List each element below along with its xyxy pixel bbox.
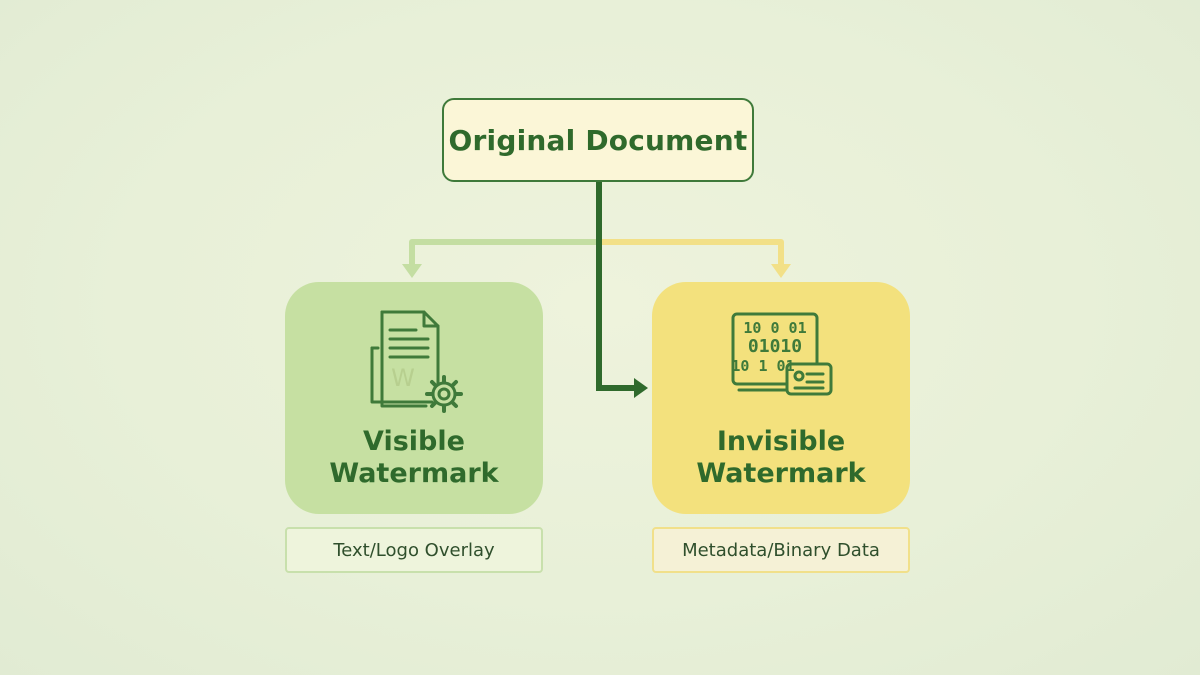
binary-data-card-icon: 10 0 01 01010 10 1 01 xyxy=(731,312,833,396)
invisible-watermark-title: Invisible Watermark xyxy=(696,426,865,490)
invisible-caption-text: Metadata/Binary Data xyxy=(682,539,880,561)
document-gear-icon: W xyxy=(370,310,463,413)
connector-to-invisible xyxy=(600,239,784,268)
visible-caption-text: Text/Logo Overlay xyxy=(333,539,495,561)
original-document-node: Original Document xyxy=(442,98,754,182)
connector-main xyxy=(596,182,636,391)
binary-row-1: 10 0 01 xyxy=(743,319,806,337)
visible-watermark-caption: Text/Logo Overlay xyxy=(285,527,543,573)
connector-to-visible xyxy=(409,239,598,268)
binary-row-3: 10 1 01 xyxy=(731,357,794,375)
visible-watermark-node: W Visible Watermark xyxy=(285,282,543,514)
invisible-title-line2: Watermark xyxy=(696,458,866,489)
binary-row-2: 01010 xyxy=(748,336,802,357)
invisible-watermark-node: 10 0 01 01010 10 1 01 Invisible Watermar… xyxy=(652,282,910,514)
arrowhead-invisible-top xyxy=(771,264,791,278)
document-letter: W xyxy=(391,364,415,392)
visible-title-line2: Watermark xyxy=(329,458,499,489)
visible-watermark-title: Visible Watermark xyxy=(329,426,498,490)
visible-title-line1: Visible xyxy=(363,426,465,457)
invisible-title-line1: Invisible xyxy=(716,426,846,457)
arrowhead-visible xyxy=(402,264,422,278)
invisible-watermark-caption: Metadata/Binary Data xyxy=(652,527,910,573)
arrowhead-main xyxy=(634,378,648,398)
original-document-label: Original Document xyxy=(448,123,748,157)
